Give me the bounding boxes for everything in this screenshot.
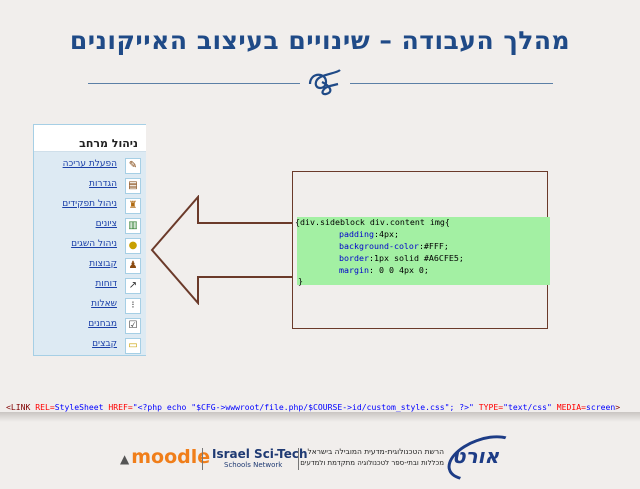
settings-icon: ▤	[125, 178, 141, 194]
type-value: "text/css"	[503, 402, 552, 412]
sidebar-item-groups[interactable]: ♟ קבוצות	[34, 256, 146, 276]
roles-icon: ♜	[125, 198, 141, 214]
bottom-band	[0, 412, 640, 422]
ort-logo-text: אורט	[452, 444, 500, 468]
reports-icon: ↗	[125, 278, 141, 294]
code-property: padding	[339, 229, 374, 239]
outcomes-icon: ●	[125, 238, 141, 254]
code-highlight	[297, 217, 550, 285]
sidebar-item-reports[interactable]: ↗ דוחות	[34, 276, 146, 296]
sidebar-item-quizzes[interactable]: ☑ מבחנים	[34, 316, 146, 336]
footer-logos: ▲moodle Israel Sci-Tech Schools Network …	[0, 426, 640, 489]
code-value: :#FFF;	[418, 241, 449, 251]
sideblock-header: ניהול מרחב	[79, 137, 138, 150]
ort-logo: אורט	[441, 426, 525, 489]
code-value: : 0 0 4px 0;	[368, 265, 429, 275]
slide-title: מהלך העבודה – שינויים בעיצוב האייקונים	[69, 26, 571, 55]
sidebar-item-questions[interactable]: ⁝ שאלות	[34, 296, 146, 316]
edit-icon: ✎	[125, 158, 141, 174]
code-selector: {div.sideblock div.content img{	[295, 217, 450, 227]
code-property: background-color	[339, 241, 419, 251]
grades-icon: ▥	[125, 218, 141, 234]
sidebar-item-grades[interactable]: ▥ ציונים	[34, 216, 146, 236]
code-line: background-color:#FFF;	[339, 241, 449, 251]
code-line: padding:4px;	[339, 229, 399, 239]
sidebar-item-label[interactable]: קבצים	[92, 339, 117, 349]
left-arrow-icon	[150, 195, 299, 305]
sidebar-item-label[interactable]: הגדרות	[89, 179, 117, 189]
graduation-cap-icon: ▲	[120, 452, 130, 466]
sidebar-item-label[interactable]: הפעלת עריכה	[62, 159, 117, 169]
code-property: border	[339, 253, 369, 263]
tagline-line2: מכללות ובתי-ספר לטכנולוגיה מתקדמת ולמדעי…	[300, 459, 444, 467]
link-tag-code: <LINK REL=StyleSheet HREF="<?php echo "$…	[6, 402, 636, 412]
sidebar-item-edit[interactable]: ✎ הפעלת עריכה	[34, 156, 146, 176]
media-attr: MEDIA=	[556, 402, 586, 412]
logo-separator	[202, 448, 203, 470]
sidebar-item-label[interactable]: ניהול השגים	[71, 239, 117, 249]
link-close: >	[615, 402, 621, 412]
ornament-icon	[300, 64, 350, 98]
logo-separator	[298, 448, 299, 470]
href-value: "<?php echo "$CFG->wwwroot/file.php/$COU…	[132, 402, 474, 412]
folder-icon: ▭	[125, 338, 141, 354]
questions-icon: ⁝	[125, 298, 141, 314]
moodle-logo: ▲moodle	[120, 446, 210, 468]
code-property: margin	[339, 265, 369, 275]
rel-attr: REL=	[35, 402, 55, 412]
href-attr: HREF=	[108, 402, 133, 412]
sideblock-content: ✎ הפעלת עריכה ▤ הגדרות ♜ ניהול תפקידים ▥…	[34, 151, 146, 355]
ist-main-text: Israel Sci-Tech	[212, 447, 308, 461]
israel-scitech-logo: Israel Sci-Tech Schools Network	[212, 448, 308, 469]
link-open: <LINK	[6, 402, 31, 412]
code-value: :1px solid #A6CFE5;	[368, 253, 464, 263]
code-line: border:1px solid #A6CFE5;	[339, 253, 464, 263]
sidebar-item-label[interactable]: דוחות	[95, 279, 117, 289]
quizzes-icon: ☑	[125, 318, 141, 334]
tagline-line1: הרשת הטכנולוגית-מדעית המובילה בישראל	[307, 447, 444, 456]
sidebar-item-label[interactable]: מבחנים	[88, 319, 117, 329]
sidebar-item-outcomes[interactable]: ● ניהול השגים	[34, 236, 146, 256]
sidebar-item-files[interactable]: ▭ קבצים	[34, 336, 146, 355]
code-close: }	[298, 276, 303, 286]
groups-icon: ♟	[125, 258, 141, 274]
sidebar-item-label[interactable]: שאלות	[91, 299, 117, 309]
code-value: :4px;	[373, 229, 399, 239]
sidebar-item-settings[interactable]: ▤ הגדרות	[34, 176, 146, 196]
sidebar-item-label[interactable]: קבוצות	[89, 259, 117, 269]
media-value: screen	[585, 402, 616, 412]
sidebar-item-label[interactable]: ניהול תפקידים	[62, 199, 117, 209]
moodle-logo-text: moodle	[131, 446, 211, 468]
sideblock-panel: ניהול מרחב ✎ הפעלת עריכה ▤ הגדרות ♜ ניהו…	[33, 124, 146, 356]
sidebar-item-roles[interactable]: ♜ ניהול תפקידים	[34, 196, 146, 216]
rel-value: StyleSheet	[54, 402, 104, 412]
sidebar-item-label[interactable]: ציונים	[95, 219, 117, 229]
code-line: margin: 0 0 4px 0;	[339, 265, 429, 275]
css-code-box: {div.sideblock div.content img{ padding:…	[292, 171, 550, 329]
type-attr: TYPE=	[478, 402, 504, 412]
ist-sub-text: Schools Network	[224, 461, 283, 469]
ort-hebrew-tagline: הרשת הטכנולוגית-מדעית המובילה בישראל מכל…	[300, 447, 444, 467]
